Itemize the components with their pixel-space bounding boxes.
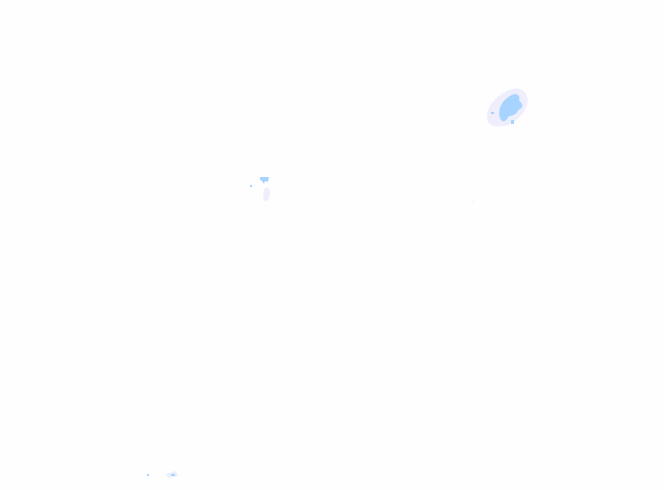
- precip-cell-center: [250, 177, 271, 202]
- precip-cell-southwest: [147, 471, 178, 478]
- precip-speck: [472, 201, 474, 202]
- precip-cell-northeast: [487, 88, 528, 127]
